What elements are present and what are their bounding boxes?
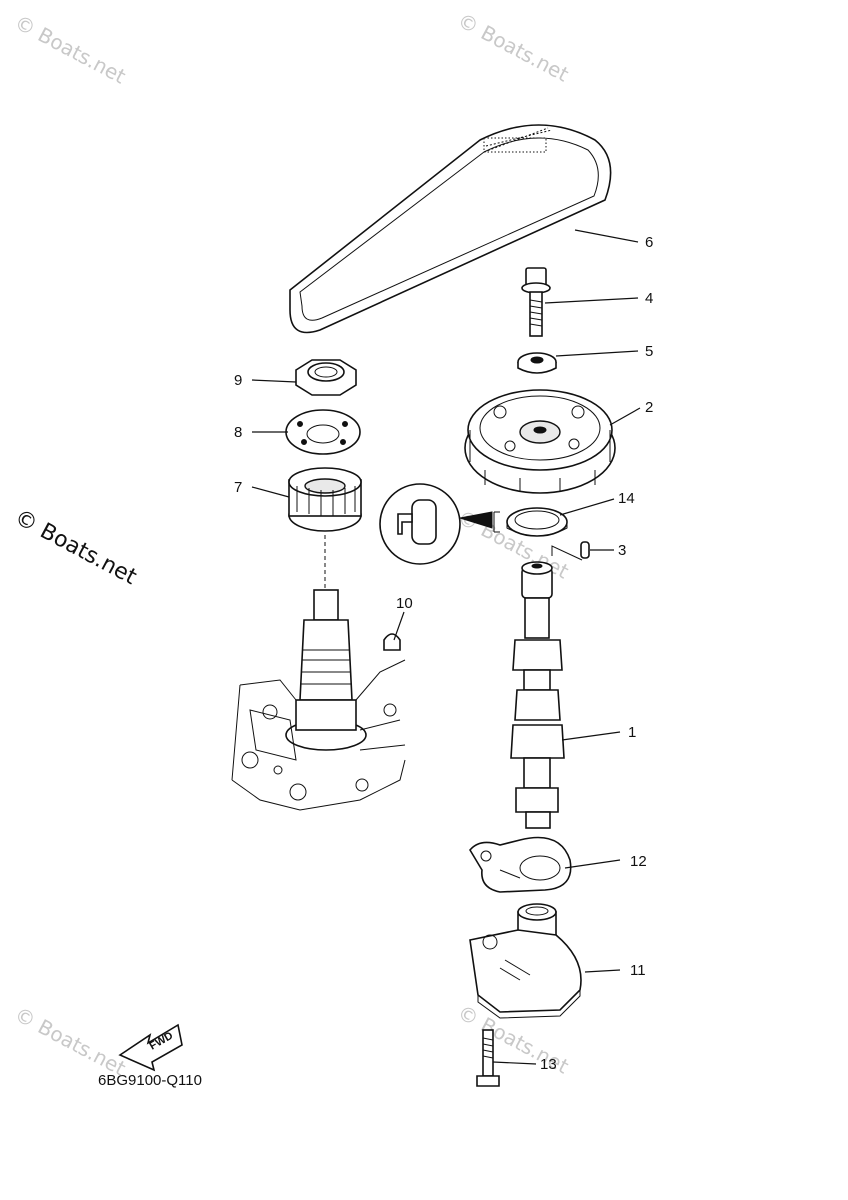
crankshaft-pulley xyxy=(288,467,362,532)
callout-1: 1 xyxy=(628,724,636,741)
oil-pump xyxy=(469,903,582,1019)
woodruff-key xyxy=(383,633,401,651)
diagram-code: 6BG9100-Q110 xyxy=(98,1072,202,1089)
camshaft xyxy=(510,561,565,829)
nut-9 xyxy=(295,359,357,396)
callout-3: 3 xyxy=(618,542,626,559)
bolt-4 xyxy=(521,267,551,337)
callout-6: 6 xyxy=(645,234,653,251)
plate-8 xyxy=(285,409,361,455)
gasket xyxy=(469,836,572,893)
callout-7: 7 xyxy=(234,479,242,496)
callout-10: 10 xyxy=(396,595,413,612)
camshaft-pulley xyxy=(464,389,616,494)
engine-block xyxy=(231,659,406,811)
oil-seal xyxy=(506,507,568,537)
callout-13: 13 xyxy=(540,1056,557,1073)
inset-detail xyxy=(379,483,500,565)
timing-belt xyxy=(289,124,612,334)
callout-2: 2 xyxy=(645,399,653,416)
leader-lines xyxy=(251,229,641,1065)
washer-5 xyxy=(517,352,557,374)
callout-4: 4 xyxy=(645,290,653,307)
crankshaft-end xyxy=(285,589,367,751)
callout-12: 12 xyxy=(630,853,647,870)
callout-8: 8 xyxy=(234,424,242,441)
bolt-13 xyxy=(476,1029,500,1087)
fwd-arrow-icon: FWD xyxy=(118,1023,183,1072)
callout-5: 5 xyxy=(645,343,653,360)
callout-14: 14 xyxy=(618,490,635,507)
callout-11: 11 xyxy=(630,962,646,979)
callout-9: 9 xyxy=(234,372,242,389)
dowel-pin xyxy=(551,541,590,561)
